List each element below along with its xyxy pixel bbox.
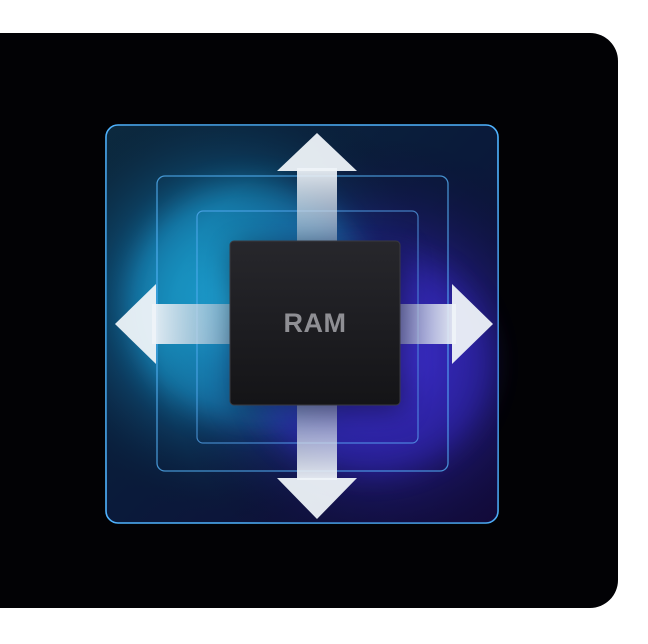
arrow-up-icon [277,133,357,243]
ram-chip-label: RAM [283,307,347,338]
arrow-right-icon [398,284,493,364]
ram-illustration-card: RAM [0,33,618,608]
ram-chip [229,240,401,406]
ram-expansion-graphic [105,124,499,524]
arrow-down-icon [277,405,357,519]
arrow-left-icon [115,284,232,364]
